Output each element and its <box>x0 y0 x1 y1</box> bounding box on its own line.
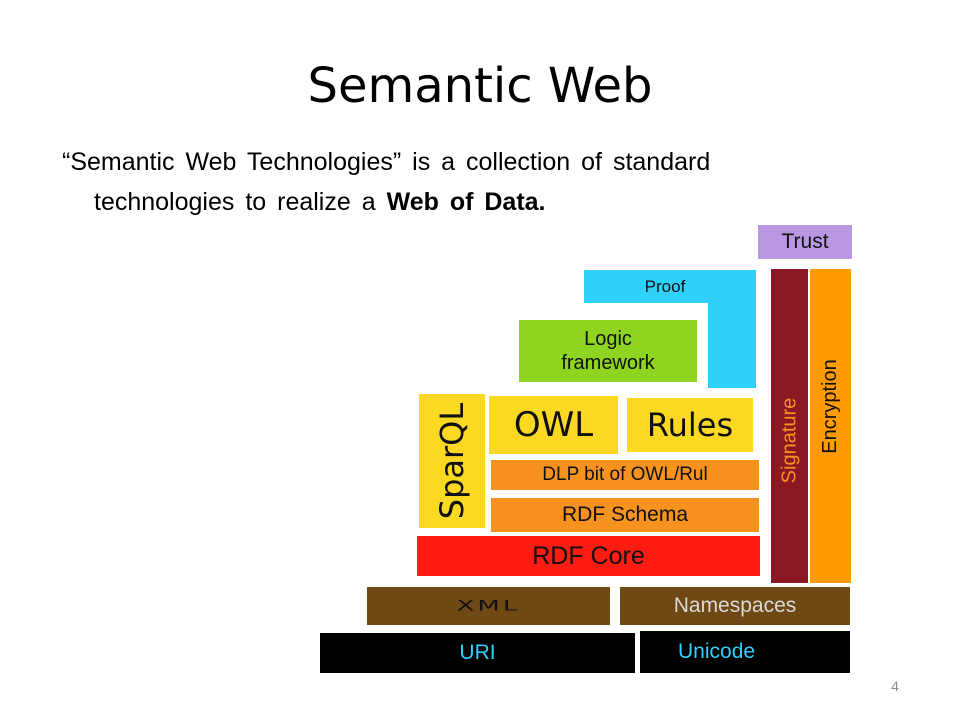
subtitle-line-2: technologies to realize a Web of Data. <box>62 182 902 222</box>
subtitle-line-1: “Semantic Web Technologies” is a collect… <box>62 148 711 176</box>
subtitle-text: technologies to realize a <box>94 188 387 216</box>
owl-layer: OWL <box>489 396 618 454</box>
trust-layer: Trust <box>758 225 852 259</box>
rules-label: Rules <box>646 406 734 444</box>
trust-label: Trust <box>781 230 829 253</box>
owl-label: OWL <box>513 405 594 445</box>
rdf-core-layer: RDF Core <box>417 536 760 576</box>
xml-layer: XML <box>367 587 610 625</box>
namespaces-label: Namespaces <box>673 594 797 617</box>
unicode-label: Unicode <box>678 640 756 663</box>
unicode-layer: Unicode <box>640 631 850 673</box>
signature-label-wrap: Signature <box>771 269 808 583</box>
proof-label: Proof <box>644 277 686 296</box>
encryption-layer: Encryption <box>810 269 851 583</box>
dlp-label: DLP bit of OWL/Rul <box>542 464 708 485</box>
uri-label: URI <box>459 641 496 664</box>
signature-label: Signature <box>778 397 800 483</box>
slide-subtitle: “Semantic Web Technologies” is a collect… <box>62 142 902 222</box>
dlp-layer: DLP bit of OWL/Rul <box>491 460 759 490</box>
logic-framework-label: Logic framework <box>561 328 655 374</box>
page-number: 4 <box>891 678 899 694</box>
logic-framework-layer: Logic framework <box>519 320 697 382</box>
slide-title: Semantic Web <box>307 58 653 114</box>
proof-label-box: Proof <box>620 272 710 302</box>
encryption-label: Encryption <box>819 358 841 454</box>
rules-layer: Rules <box>627 398 753 452</box>
encryption-label-wrap: Encryption <box>810 269 851 583</box>
namespaces-layer: Namespaces <box>620 587 850 625</box>
uri-layer: URI <box>320 633 635 673</box>
rdf-core-label: RDF Core <box>532 541 645 570</box>
subtitle-bold: Web of Data. <box>386 188 546 216</box>
sparql-layer: SparQL <box>419 394 485 528</box>
rdf-schema-label: RDF Schema <box>561 503 689 526</box>
xml-label: XML <box>456 597 521 615</box>
signature-layer: Signature <box>771 269 808 583</box>
sparql-label: SparQL <box>433 402 471 520</box>
sparql-label-wrap: SparQL <box>419 394 485 528</box>
rdf-schema-layer: RDF Schema <box>491 498 759 532</box>
